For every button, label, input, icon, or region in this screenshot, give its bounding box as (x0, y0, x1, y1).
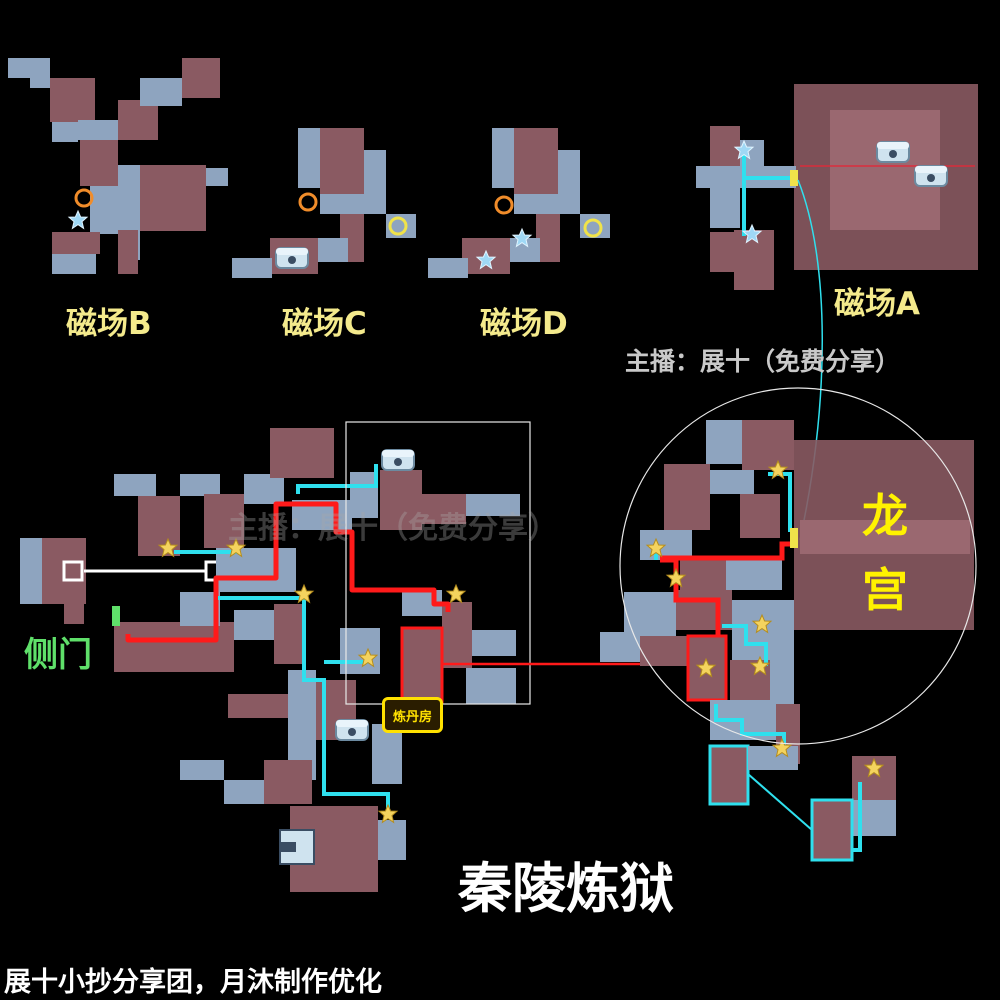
portal-ring-icon (298, 192, 318, 212)
exit-door-icon (279, 829, 315, 865)
field-a-map (696, 84, 978, 290)
streamer-credit: 主播：展十（免费分享） (625, 347, 901, 376)
team-credit: 展十小抄分享团，月沐制作优化 (4, 967, 382, 998)
field-d-map (428, 128, 610, 278)
dragon-palace-label-bottom: 宫 (862, 563, 908, 617)
treasure-chest-icon (876, 141, 910, 163)
portal-ring-icon (388, 216, 408, 236)
portal-ring-icon (583, 218, 603, 238)
star-icon (68, 210, 88, 229)
field-c-label: 磁场C (282, 306, 367, 342)
field-c-map (232, 128, 416, 278)
treasure-chest-icon (275, 247, 309, 269)
dragon-palace-label-top: 龙 (862, 489, 908, 543)
treasure-chest-icon (914, 165, 948, 187)
portal-ring-icon (494, 195, 514, 215)
star-icon (446, 584, 466, 603)
star-icon (378, 804, 398, 823)
field-b-map (8, 58, 228, 274)
field-d-label: 磁场D (480, 306, 568, 342)
dragon-palace-map (600, 387, 977, 862)
portal-ring-icon (74, 188, 94, 208)
furnace-room-label: 炼丹房 (382, 697, 443, 733)
watermark-text: 主播：展十（免费分享） (228, 511, 558, 546)
map-title: 秦陵炼狱 (458, 857, 674, 920)
treasure-chest-icon (381, 449, 415, 471)
main-dungeon-map (20, 421, 531, 892)
field-b-label: 磁场B (66, 306, 152, 342)
side-gate-label: 侧门 (24, 635, 92, 675)
field-a-label: 磁场A (834, 286, 920, 322)
treasure-chest-icon (335, 719, 369, 741)
